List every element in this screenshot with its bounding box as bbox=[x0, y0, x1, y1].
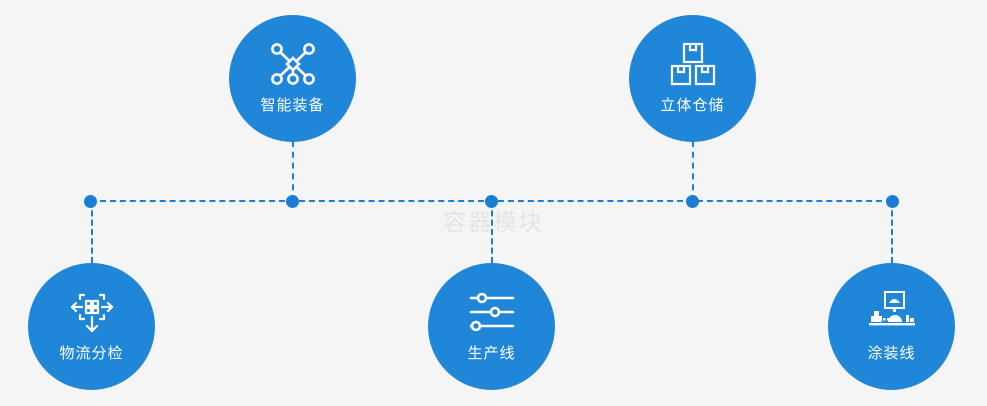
connector-stem-smart-equipment bbox=[292, 141, 294, 201]
connector-stem-stereo-warehouse bbox=[692, 141, 694, 201]
node-label-logistics-sorting: 物流分检 bbox=[59, 345, 124, 362]
paint-booth-icon bbox=[866, 287, 918, 337]
node-production-line[interactable]: 生产线 bbox=[428, 263, 555, 390]
sorting-arrows-icon bbox=[66, 287, 118, 337]
node-label-stereo-warehouse: 立体仓储 bbox=[660, 97, 725, 114]
node-label-coating-line: 涂装线 bbox=[867, 345, 916, 362]
node-label-smart-equipment: 智能装备 bbox=[260, 97, 325, 114]
junction-dot-stereo-warehouse bbox=[685, 194, 699, 208]
node-logistics-sorting[interactable]: 物流分检 bbox=[28, 263, 155, 390]
connector-stem-coating-line bbox=[891, 201, 893, 263]
connector-stem-logistics-sorting bbox=[91, 201, 93, 263]
node-smart-equipment[interactable]: 智能装备 bbox=[229, 15, 356, 142]
junction-dot-left-end bbox=[83, 194, 97, 208]
junction-dot-smart-equipment bbox=[285, 194, 299, 208]
node-coating-line[interactable]: 涂装线 bbox=[828, 263, 955, 390]
node-stereo-warehouse[interactable]: 立体仓储 bbox=[629, 15, 756, 142]
network-nodes-icon bbox=[267, 39, 319, 89]
sliders-icon bbox=[466, 287, 518, 337]
junction-dot-production-line bbox=[484, 194, 498, 208]
watermark-text: 容器模块 bbox=[443, 209, 544, 235]
node-label-production-line: 生产线 bbox=[467, 345, 516, 362]
stacked-boxes-icon bbox=[667, 39, 719, 89]
junction-dot-right-end bbox=[885, 194, 899, 208]
connector-stem-production-line bbox=[491, 201, 493, 263]
